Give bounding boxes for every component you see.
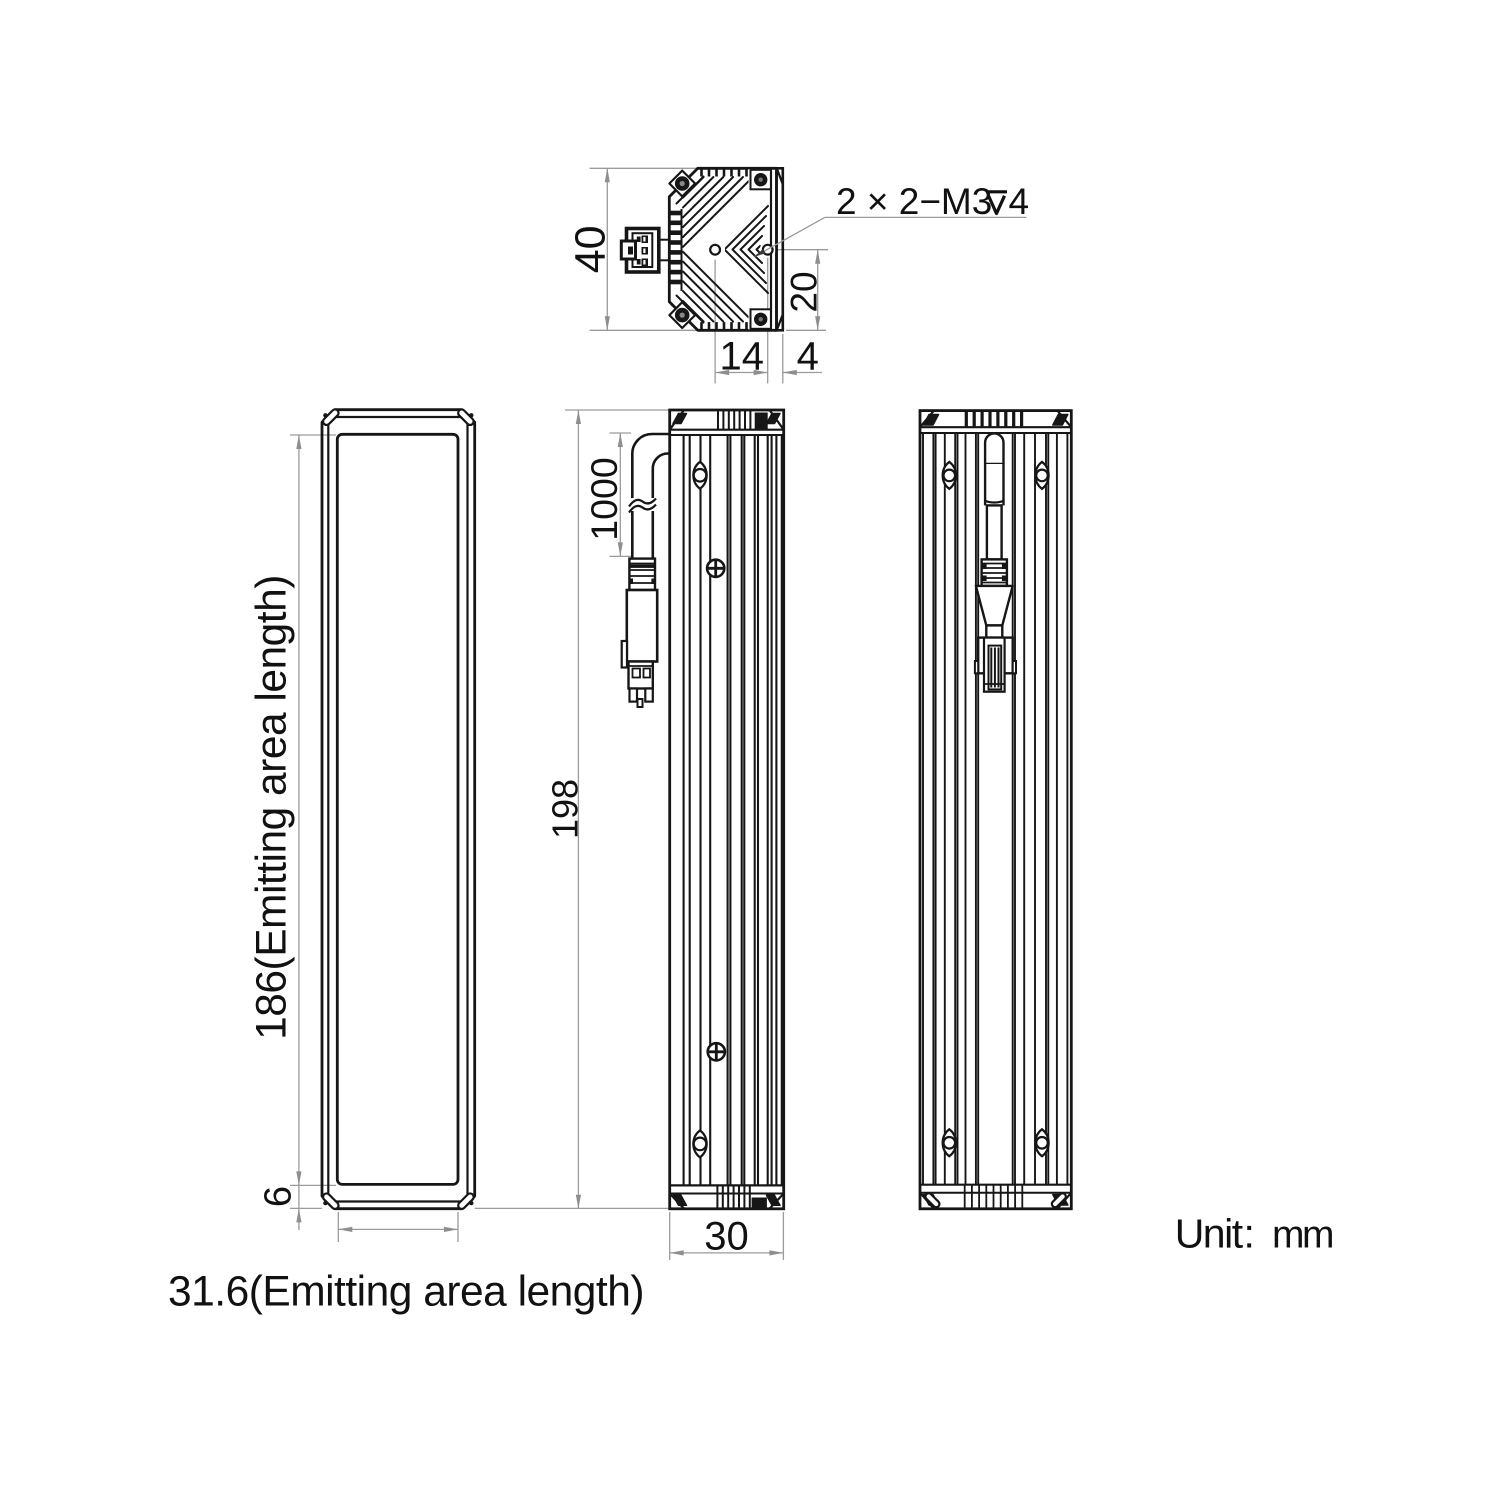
svg-text:Unit: Unit	[1175, 1211, 1244, 1257]
svg-text:20: 20	[784, 271, 825, 312]
svg-text:30: 30	[704, 1215, 749, 1259]
svg-text::: :	[1244, 1211, 1255, 1257]
svg-text:31.6(Emitting area length): 31.6(Emitting area length)	[168, 1269, 644, 1316]
svg-text:4: 4	[1009, 181, 1030, 222]
svg-text:mm: mm	[1272, 1214, 1332, 1257]
svg-text:2 × 2−M3: 2 × 2−M3	[836, 181, 992, 222]
svg-text:186(Emitting area length): 186(Emitting area length)	[249, 575, 296, 1040]
svg-text:1000: 1000	[583, 457, 625, 540]
svg-text:198: 198	[545, 779, 586, 839]
svg-text:40: 40	[567, 225, 615, 273]
svg-text:14: 14	[720, 335, 765, 379]
svg-text:6: 6	[258, 1186, 300, 1207]
svg-text:4: 4	[797, 335, 819, 379]
